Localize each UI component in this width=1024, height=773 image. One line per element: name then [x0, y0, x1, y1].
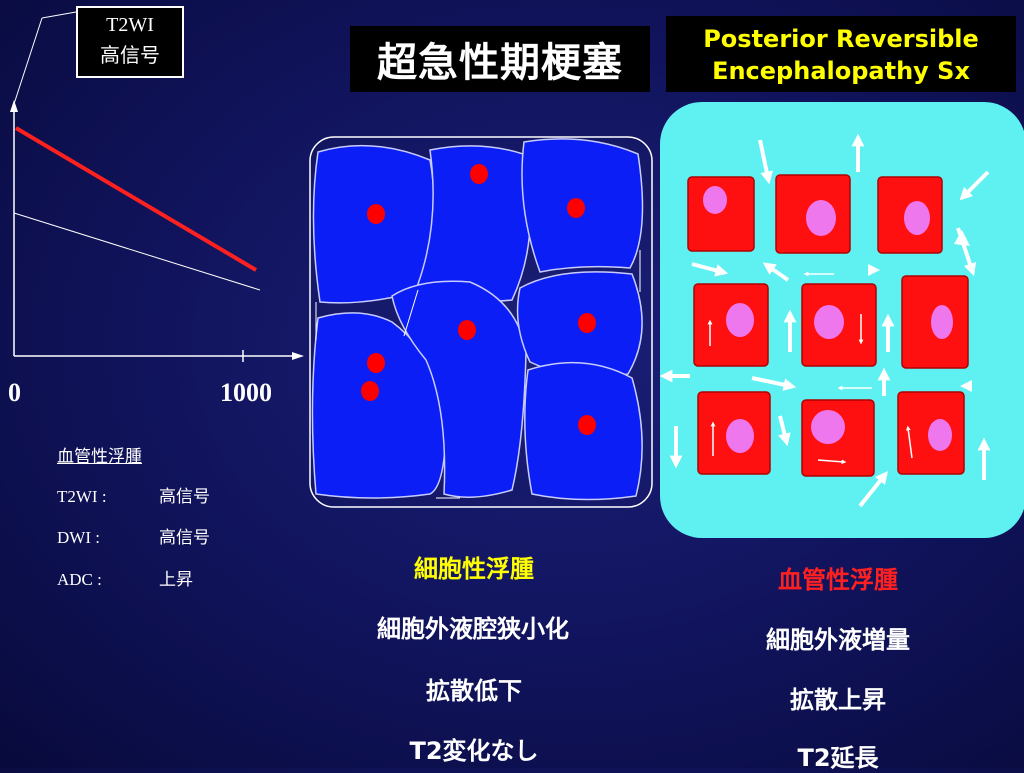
page-title: 超急性期梗塞	[350, 26, 650, 92]
blue-cell	[312, 144, 435, 304]
blue-cell	[391, 280, 527, 498]
legend-row-t2wi: T2WI : 高信号	[57, 482, 210, 507]
x-axis-label-1000: 1000	[220, 378, 272, 407]
cytotoxic-panel	[309, 136, 653, 508]
arrowhead-marker	[954, 230, 970, 246]
bold-arrow	[858, 471, 888, 508]
pink-nucleus	[931, 305, 953, 339]
legend-label: DWI :	[57, 528, 100, 547]
inner-arrow	[817, 459, 847, 465]
cytotoxic-panel-frame	[309, 136, 653, 508]
red-nucleus	[458, 320, 476, 340]
pink-nucleus	[726, 303, 754, 337]
inner-arrow	[905, 425, 913, 459]
cytotoxic-line1: 細胞外液腔狭小化	[377, 615, 569, 643]
pink-nucleus	[904, 201, 930, 235]
bold-arrow	[778, 415, 791, 447]
small-arrow	[403, 289, 419, 337]
pink-nucleus	[928, 419, 952, 451]
red-nucleus	[578, 313, 596, 333]
callout-line-diagonal	[13, 17, 43, 105]
y-axis-arrowhead	[10, 100, 18, 112]
pink-nucleus	[806, 200, 836, 236]
pink-nucleus	[814, 305, 844, 339]
legend-title: 血管性浮腫	[57, 447, 142, 467]
legend-value: 高信号	[159, 528, 210, 548]
t2wi-label-line2: 高信号	[100, 43, 160, 67]
thin-arrows	[803, 271, 872, 391]
legend-row-dwi: DWI : 高信号	[57, 523, 210, 548]
pres-label-box: Posterior Reversible Encephalopathy Sx	[666, 16, 1016, 92]
arrowhead-marker	[960, 380, 972, 392]
red-nucleus	[567, 198, 585, 218]
vasogenic-line2: 拡散上昇	[790, 686, 886, 714]
callout-line	[41, 11, 77, 19]
blue-cell	[311, 312, 447, 499]
cytotoxic-line2: 拡散低下	[426, 677, 522, 705]
arrowhead-marker	[868, 264, 880, 276]
page-title-text: 超急性期梗塞	[377, 40, 623, 86]
red-nucleus	[470, 164, 488, 184]
red-nucleus	[578, 415, 596, 435]
vasogenic-line3: T2延長	[797, 744, 879, 772]
legend-value: 高信号	[159, 487, 210, 507]
pink-nucleus	[703, 186, 727, 214]
reference-decay-line	[13, 212, 261, 291]
blue-cell	[417, 145, 532, 303]
x-axis-arrowhead	[292, 352, 304, 360]
pres-label-line2: Encephalopathy Sx	[712, 57, 970, 85]
bold-arrow	[751, 376, 797, 391]
bold-arrows	[659, 133, 991, 508]
t2wi-label-box: T2WI 高信号	[76, 6, 184, 78]
legend-label: ADC :	[57, 570, 102, 589]
vasogenic-line1: 細胞外液増量	[766, 626, 910, 654]
red-nucleus	[367, 204, 385, 224]
red-nucleus	[361, 381, 379, 401]
pink-nucleus	[811, 410, 845, 444]
t2wi-label-line1: T2WI	[106, 14, 154, 36]
t2wi-decay-line	[14, 126, 258, 272]
cytotoxic-line3: T2変化なし	[409, 737, 539, 765]
pink-nucleus	[726, 419, 754, 453]
pres-label-line1: Posterior Reversible	[703, 25, 979, 53]
signal-graph	[10, 11, 304, 362]
legend-row-adc: ADC : 上昇	[57, 565, 193, 590]
x-axis-label-zero: 0	[8, 378, 21, 407]
legend-value: 上昇	[159, 570, 193, 590]
bold-arrow	[959, 170, 990, 201]
bold-arrow	[762, 262, 790, 282]
vasogenic-panel	[659, 102, 1024, 538]
cytotoxic-heading: 細胞性浮腫	[414, 555, 534, 583]
bold-arrow	[758, 139, 773, 185]
legend-label: T2WI :	[57, 487, 107, 506]
vasogenic-heading: 血管性浮腫	[778, 566, 898, 594]
red-nucleus	[367, 353, 385, 373]
bold-arrow	[691, 262, 729, 277]
